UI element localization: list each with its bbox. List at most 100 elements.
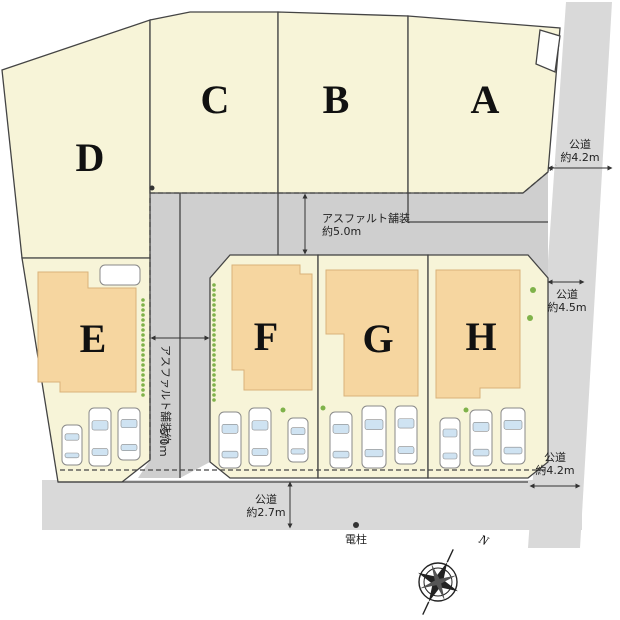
lot-letter-h: H (465, 314, 496, 359)
house-f (231, 264, 313, 391)
hedge-e-dot-15 (141, 373, 145, 377)
hedge-e-dot-3 (141, 313, 145, 317)
utility-pole-marker (353, 522, 359, 528)
upper-lots (1, 11, 561, 259)
compass-north-label: N (476, 531, 492, 549)
hedge-e-dot-9 (141, 343, 145, 347)
dimension-arrows (150, 165, 613, 529)
hedge-f-dot-20 (212, 383, 216, 387)
private-road-surface (138, 172, 548, 478)
hedge-f-dot-22 (212, 393, 216, 397)
hedge-e (141, 298, 145, 397)
hedge-f-dot-9 (212, 328, 216, 332)
hedge-f-dot-17 (212, 368, 216, 372)
car-2 (117, 407, 141, 461)
tree-h-1 (530, 287, 536, 293)
car-4 (248, 407, 272, 467)
private-road (138, 172, 548, 478)
hedge-e-dot-6 (141, 328, 145, 332)
private-road-v-line2: 5.0ｍ (157, 428, 170, 457)
lot-letter-c: C (201, 77, 230, 122)
hedge-f-dot-13 (212, 348, 216, 352)
hedge-f (212, 283, 216, 402)
road-bottom-right-name: 公道 (544, 450, 566, 464)
hedge-e-dot-0 (141, 298, 145, 302)
hedge-e-dot-19 (141, 393, 145, 397)
lot-a[interactable] (407, 15, 561, 194)
utility-pole-label: 電柱 (345, 532, 367, 546)
hedge-f-dot-8 (212, 323, 216, 327)
lot-a-notch (535, 29, 561, 73)
car-1 (88, 407, 112, 467)
hedge-e-dot-7 (141, 333, 145, 337)
hedge-f-dot-21 (212, 388, 216, 392)
road-bottom-name: 公道 (255, 492, 277, 506)
hedge-e-dot-12 (141, 358, 145, 362)
hedge-f-dot-23 (212, 398, 216, 402)
hedge-e-dot-2 (141, 308, 145, 312)
hedge-e-dot-1 (141, 303, 145, 307)
road-top-right-width: 約4.2m (560, 150, 599, 164)
car-10 (469, 409, 493, 467)
private-road-h-line1: アスファルト舗装 (322, 211, 410, 225)
hedge-e-dot-10 (141, 348, 145, 352)
car-9 (439, 417, 461, 469)
hedge-f-dot-15 (212, 358, 216, 362)
hedge-e-dot-8 (141, 338, 145, 342)
hedge-e-dot-16 (141, 378, 145, 382)
road-right-mid-width: 約4.5m (547, 300, 586, 314)
hedge-e-dot-11 (141, 353, 145, 357)
tree-h-2 (527, 315, 533, 321)
carport-e-top (99, 264, 141, 286)
car-0 (61, 424, 83, 466)
lot-letters: A B C D E F G H (76, 77, 500, 361)
hedge-f-dot-11 (212, 338, 216, 342)
hedge-f-dot-10 (212, 333, 216, 337)
hedge-e-dot-17 (141, 383, 145, 387)
public-roads (42, 2, 612, 548)
tree-h-3 (463, 407, 469, 413)
hedge-e-dot-5 (141, 323, 145, 327)
car-5 (287, 417, 309, 463)
road-labels: 公道 約4.2m 公道 約4.5m 公道 約4.2m 公道 約2.7m アスファ… (157, 137, 600, 546)
road-bottom-right-width: 約4.2m (535, 463, 574, 477)
lot-letter-d: D (76, 135, 105, 180)
road-top-right-name: 公道 (569, 137, 591, 151)
road-bottom (42, 480, 582, 530)
survey-marker (149, 185, 155, 191)
tree-f-1 (280, 407, 286, 413)
house-g (325, 269, 419, 397)
hedge-f-dot-7 (212, 318, 216, 322)
hedge-f-dot-19 (212, 378, 216, 382)
hedge-f-dot-16 (212, 363, 216, 367)
hedge-f-dot-5 (212, 308, 216, 312)
private-road-h-line2: 約5.0m (322, 224, 361, 238)
road-right-mid-name: 公道 (556, 287, 578, 301)
lot-letter-b: B (323, 77, 350, 122)
car-6 (329, 411, 353, 469)
hedge-e-dot-18 (141, 388, 145, 392)
lot-letter-a: A (471, 77, 500, 122)
car-8 (394, 405, 418, 465)
compass-rose-icon: N (418, 531, 492, 615)
lot-letter-f: F (254, 314, 278, 359)
road-right (528, 2, 612, 548)
house-e (37, 271, 137, 393)
hedge-e-dot-4 (141, 318, 145, 322)
hedge-f-dot-14 (212, 353, 216, 357)
car-11 (500, 407, 526, 465)
private-road-v-line1: アスファルト舗装約 (159, 345, 173, 444)
lot-letter-e: E (80, 316, 107, 361)
hedge-f-dot-3 (212, 298, 216, 302)
car-7 (361, 405, 387, 469)
hedge-e-dot-14 (141, 368, 145, 372)
car-3 (218, 411, 242, 469)
lot-letter-g: G (362, 316, 393, 361)
hedge-f-dot-0 (212, 283, 216, 287)
hedge-f-dot-6 (212, 313, 216, 317)
hedges (141, 283, 536, 413)
hedge-f-dot-4 (212, 303, 216, 307)
hedge-e-dot-13 (141, 363, 145, 367)
hedge-f-dot-12 (212, 343, 216, 347)
